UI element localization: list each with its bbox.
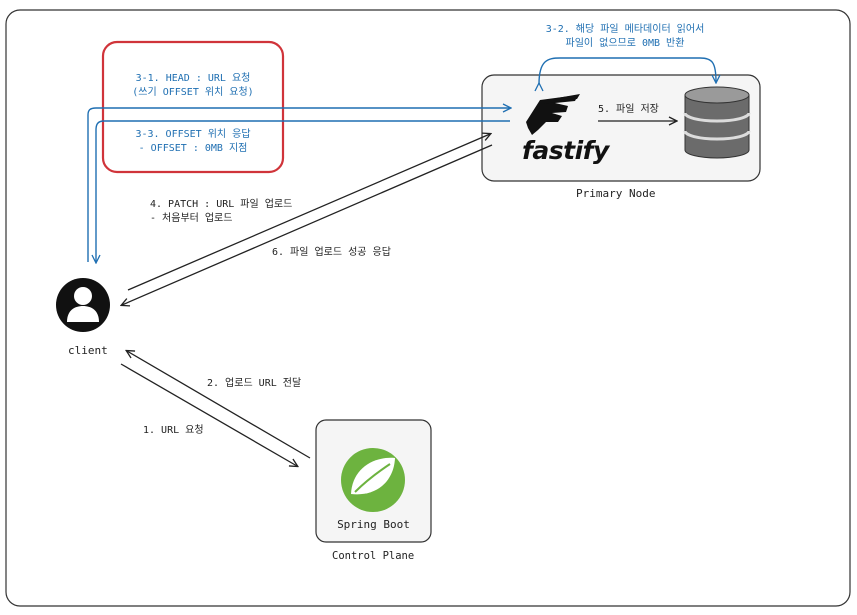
step-3-1-line1: 3-1. HEAD : URL 요청 xyxy=(135,73,251,84)
head-request-arrow xyxy=(87,108,510,262)
patch-upload-arrow xyxy=(127,134,490,291)
upload-url-arrow xyxy=(127,351,311,459)
client-avatar-icon xyxy=(56,278,110,332)
step-3-2-line1: 3-2. 해당 파일 메타데이터 읽어서 xyxy=(545,24,705,35)
offset-response-arrow xyxy=(96,120,510,262)
client-label: client xyxy=(68,344,108,357)
step-1-label: 1. URL 요청 xyxy=(143,425,204,436)
step-3-1-label: 3-1. HEAD : URL 요청 (쓰기 OFFSET 위치 요청) xyxy=(110,72,276,100)
step-3-2-label: 3-2. 해당 파일 메타데이터 읽어서 파일이 없으므로 0MB 반환 xyxy=(520,23,730,51)
spring-leaf-icon xyxy=(341,448,405,512)
step-4-label: 4. PATCH : URL 파일 업로드 - 처음부터 업로드 xyxy=(150,198,292,226)
primary-node-caption: Primary Node xyxy=(576,187,656,200)
step-3-1-line2: (쓰기 OFFSET 위치 요청) xyxy=(132,87,254,98)
database-icon xyxy=(683,86,751,159)
highlight-box xyxy=(101,40,285,174)
metadata-read-arrow xyxy=(539,57,716,84)
store-label: 5. 파일 저장 xyxy=(598,104,659,115)
step-4-line2: - 처음부터 업로드 xyxy=(150,213,233,224)
step-3-3-line2: - OFFSET : 0MB 지점 xyxy=(138,143,248,154)
fastify-logo-icon xyxy=(526,94,580,135)
step-2-label: 2. 업로드 URL 전달 xyxy=(207,378,302,389)
step-4-line1: 4. PATCH : URL 파일 업로드 xyxy=(150,199,293,210)
step-3-3-line1: 3-3. OFFSET 위치 응답 xyxy=(135,129,251,140)
fastify-logo-text: fastify xyxy=(522,136,609,165)
step-3-3-label: 3-3. OFFSET 위치 응답 - OFFSET : 0MB 지점 xyxy=(110,128,276,156)
step-6-label: 6. 파일 업로드 성공 응답 xyxy=(272,247,391,258)
upload-success-arrow xyxy=(122,144,493,305)
spring-boot-logo-text: Spring Boot xyxy=(337,518,410,531)
url-request-arrow xyxy=(120,363,297,466)
step-3-2-line2: 파일이 없으므로 0MB 반환 xyxy=(565,38,685,49)
control-plane-caption: Control Plane xyxy=(332,550,415,562)
